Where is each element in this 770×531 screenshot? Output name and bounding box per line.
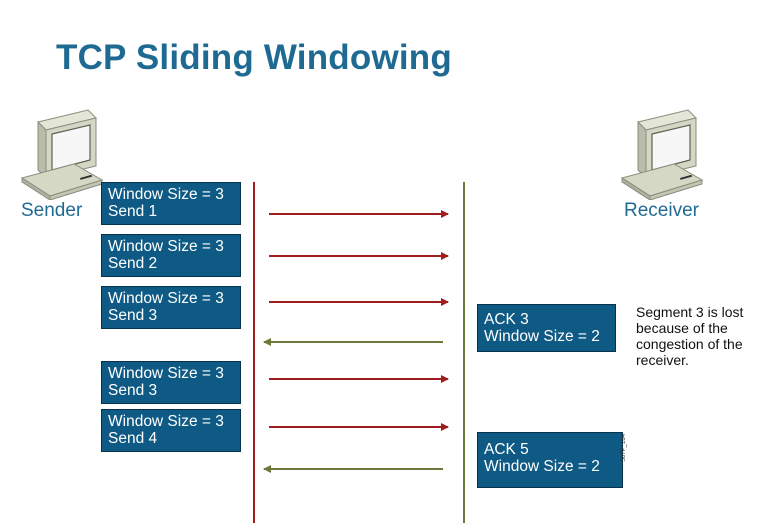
receiver-computer-icon (620, 109, 704, 200)
sender-box-resend-3: Window Size = 3 Send 3 (101, 361, 241, 404)
sender-computer-icon (20, 109, 104, 200)
page-title: TCP Sliding Windowing (56, 38, 452, 77)
receiver-box-line2: Window Size = 2 (484, 458, 600, 475)
sender-box-line1: Window Size = 3 (108, 238, 224, 255)
receiver-box-line1: ACK 3 (484, 311, 529, 328)
sender-box-line1: Window Size = 3 (108, 186, 224, 203)
sender-box-send-1: Window Size = 3 Send 1 (101, 182, 241, 225)
sender-label: Sender (21, 200, 83, 221)
receiver-box-line1: ACK 5 (484, 441, 529, 458)
segment-loss-note: Segment 3 is lost because of the congest… (636, 304, 744, 368)
figure-id-stamp: S07P_184 (621, 433, 627, 462)
sender-box-line1: Window Size = 3 (108, 290, 224, 307)
sender-box-line2: Send 2 (108, 255, 158, 272)
sender-box-send-2: Window Size = 3 Send 2 (101, 234, 241, 277)
sender-box-line2: Send 1 (108, 203, 158, 220)
receiver-label: Receiver (624, 200, 699, 221)
sender-box-line1: Window Size = 3 (108, 413, 224, 430)
receiver-box-line2: Window Size = 2 (484, 328, 600, 345)
sender-box-send-4: Window Size = 3 Send 4 (101, 409, 241, 452)
receiver-box-ack-5: ACK 5 Window Size = 2 (477, 432, 623, 488)
sender-box-line2: Send 3 (108, 382, 158, 399)
sender-box-line1: Window Size = 3 (108, 365, 224, 382)
sender-box-send-3: Window Size = 3 Send 3 (101, 286, 241, 329)
sender-box-line2: Send 3 (108, 307, 158, 324)
sender-box-line2: Send 4 (108, 430, 158, 447)
receiver-box-ack-3: ACK 3 Window Size = 2 (477, 304, 616, 352)
